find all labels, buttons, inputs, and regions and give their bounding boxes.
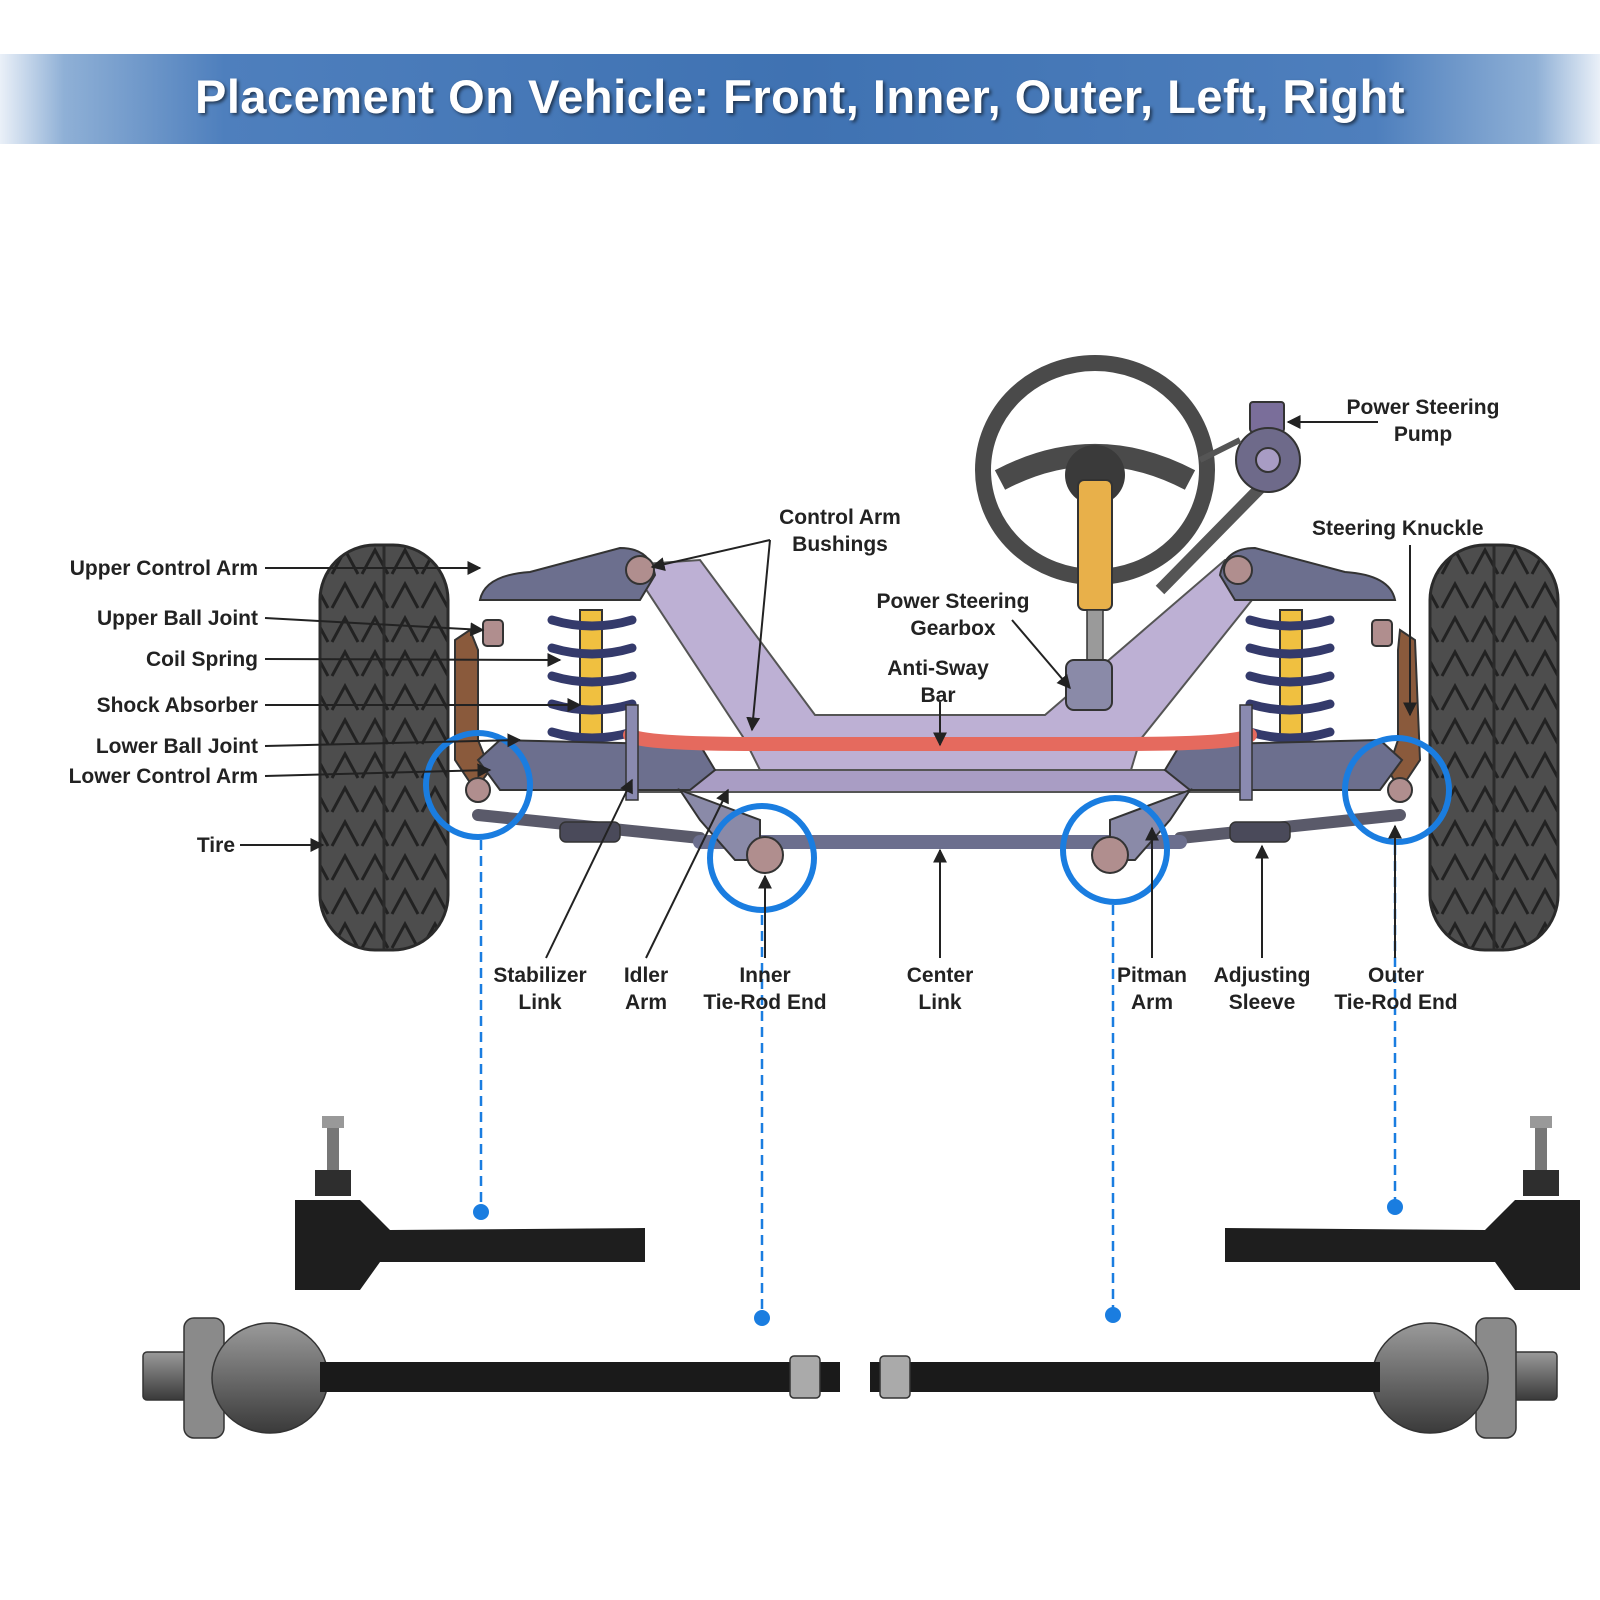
label-control-arm-bushings-line1: Control Arm (779, 506, 901, 529)
right-upper-control-arm (1218, 546, 1397, 601)
right-control-arm-bushing (1223, 555, 1253, 585)
label-center-link-line1: Center (906, 964, 974, 987)
left-inner-tie-rod-icon (142, 1317, 840, 1439)
label-control-arm-bushings-line2: Bushings (792, 533, 888, 556)
label-power-steering-pump-line1: Power Steering (1346, 396, 1500, 419)
right-outer-highlight (1342, 735, 1452, 845)
right-inner-tie-rod-icon (870, 1317, 1558, 1439)
left-upper-ball-joint (482, 619, 504, 647)
label-pitman-arm: Pitman Arm (1102, 962, 1202, 1016)
right-tire-icon (1428, 543, 1560, 952)
label-power-steering-gearbox: Power Steering Gearbox (858, 588, 1048, 642)
right-inner-highlight (1060, 795, 1170, 905)
left-tire-icon (318, 543, 450, 952)
label-center-link-line2: Link (918, 991, 962, 1014)
right-coil-spring-icon (1245, 615, 1335, 743)
label-stabilizer-link-line1: Stabilizer (493, 964, 587, 987)
label-coil-spring: Coil Spring (146, 648, 258, 671)
highlight-circles (423, 730, 1452, 913)
left-outer-highlight (423, 730, 533, 840)
leader-lines (240, 415, 1417, 959)
label-power-steering-gearbox-line1: Power Steering (876, 590, 1030, 613)
label-anti-sway-bar-line2: Bar (920, 684, 956, 707)
label-inner-tie-rod-end-line1: Inner (739, 964, 791, 987)
label-outer-tie-rod-end-line1: Outer (1367, 964, 1424, 987)
steering-column (1077, 479, 1113, 611)
power-steering-hose (1155, 475, 1273, 595)
label-inner-tie-rod-end: Inner Tie-Rod End (685, 962, 845, 1016)
label-center-link: Center Link (880, 962, 1000, 1016)
connector-lines (479, 840, 1397, 1318)
connector-dot-outer-right (1387, 1199, 1403, 1215)
label-outer-tie-rod-end: Outer Tie-Rod End (1318, 962, 1474, 1016)
label-tire: Tire (196, 834, 235, 857)
label-adjusting-sleeve-line2: Sleeve (1228, 991, 1296, 1014)
left-outer-tie-rod-end-icon (295, 1116, 645, 1290)
label-idler-arm-line2: Arm (624, 991, 667, 1014)
label-power-steering-pump-line2: Pump (1393, 423, 1453, 446)
left-stabilizer-link (625, 704, 639, 801)
label-power-steering-gearbox-line2: Gearbox (910, 617, 996, 640)
label-anti-sway-bar-line1: Anti-Sway (887, 657, 989, 680)
label-adjusting-sleeve-line1: Adjusting (1213, 964, 1311, 987)
left-inner-highlight (707, 803, 817, 913)
label-idler-arm-line1: Idler (623, 964, 669, 987)
page-title: Placement On Vehicle: Front, Inner, Oute… (194, 70, 1406, 123)
label-lower-control-arm: Lower Control Arm (68, 765, 258, 788)
right-upper-ball-joint (1371, 619, 1393, 647)
label-steering-knuckle: Steering Knuckle (1312, 517, 1484, 540)
label-anti-sway-bar: Anti-Sway Bar (868, 655, 1008, 709)
label-pitman-arm-line1: Pitman (1116, 964, 1187, 987)
label-power-steering-pump: Power Steering Pump (1328, 394, 1518, 448)
label-upper-ball-joint: Upper Ball Joint (96, 607, 258, 630)
label-outer-tie-rod-end-line2: Tie-Rod End (1334, 991, 1458, 1014)
frame (628, 558, 1282, 793)
left-control-arm-bushing (625, 555, 655, 585)
label-stabilizer-link: Stabilizer Link (470, 962, 610, 1016)
right-outer-tie-rod-end-icon (1225, 1116, 1580, 1290)
right-stabilizer-link (1239, 704, 1253, 801)
label-adjusting-sleeve: Adjusting Sleeve (1200, 962, 1324, 1016)
label-pitman-arm-line2: Arm (1130, 991, 1173, 1014)
label-idler-arm: Idler Arm (601, 962, 691, 1016)
label-upper-control-arm: Upper Control Arm (69, 557, 258, 580)
label-stabilizer-link-line2: Link (518, 991, 562, 1014)
label-lower-ball-joint: Lower Ball Joint (95, 735, 258, 758)
label-shock-absorber: Shock Absorber (96, 694, 258, 717)
power-steering-gearbox (1065, 659, 1113, 711)
title-banner: Placement On Vehicle: Front, Inner, Oute… (0, 54, 1600, 144)
connector-dot-outer-left (473, 1204, 489, 1220)
connector-dot-inner-left (754, 1310, 770, 1326)
label-inner-tie-rod-end-line2: Tie-Rod End (703, 991, 827, 1014)
connector-dot-inner-right (1105, 1307, 1121, 1323)
power-steering-pump (1198, 401, 1301, 493)
label-control-arm-bushings: Control Arm Bushings (760, 504, 920, 558)
